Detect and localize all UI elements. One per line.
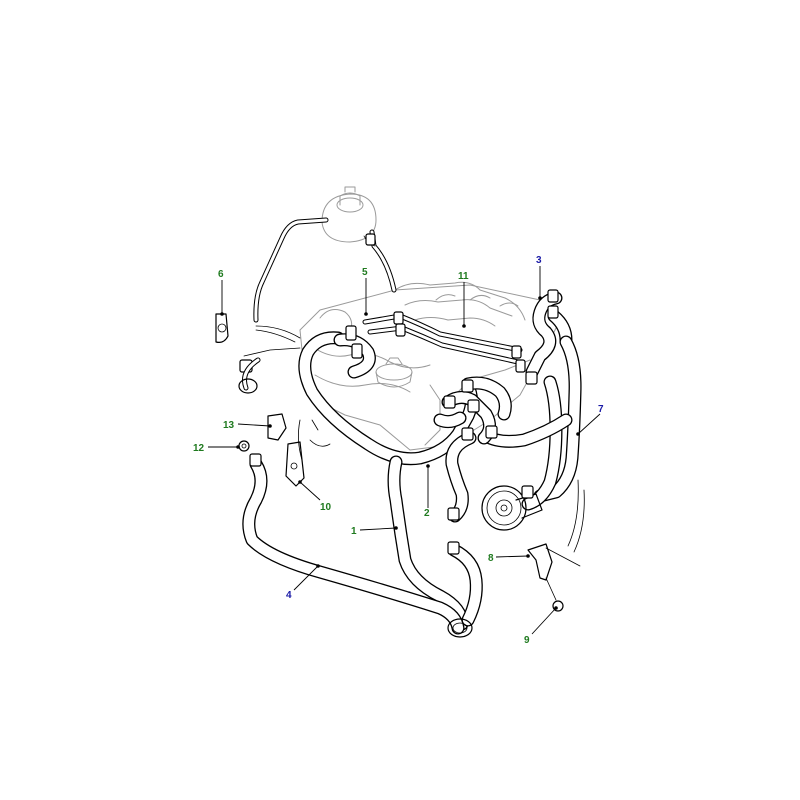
hose-7-heater-return [479, 335, 585, 553]
bracket-8 [527, 543, 581, 581]
bypass-pipes-11 [362, 313, 523, 365]
callout-10: 10 [320, 502, 332, 513]
callout-12: 12 [193, 443, 205, 454]
tank-pipes [253, 217, 397, 323]
bracket-6 [215, 313, 229, 343]
callout-4: 4 [286, 590, 292, 601]
callout-9: 9 [524, 635, 530, 646]
bleed-hoses [238, 325, 331, 461]
callout-6: 6 [218, 269, 224, 280]
hose-clamps [239, 233, 559, 555]
callout-8: 8 [488, 553, 494, 564]
callout-13: 13 [223, 420, 235, 431]
callout-7: 7 [598, 404, 604, 415]
hose-2 [445, 431, 477, 523]
callout-2: 2 [424, 508, 430, 519]
leader-lines [208, 266, 601, 635]
callout-1: 1 [351, 526, 357, 537]
hose-4-bottom-hose [242, 457, 483, 635]
water-pump-pulley [481, 485, 543, 531]
bracket-10 [285, 441, 305, 487]
callout-3: 3 [536, 255, 542, 266]
callout-labels: 1 2 3 4 5 6 7 8 9 10 11 12 13 [193, 255, 604, 646]
expansion-tank [321, 186, 377, 243]
callout-11: 11 [458, 271, 469, 282]
clip-13 [267, 413, 287, 441]
bolt-9 [545, 577, 564, 612]
callout-5: 5 [362, 267, 368, 278]
outlet-connector [447, 618, 473, 638]
bolt-12 [238, 440, 250, 452]
